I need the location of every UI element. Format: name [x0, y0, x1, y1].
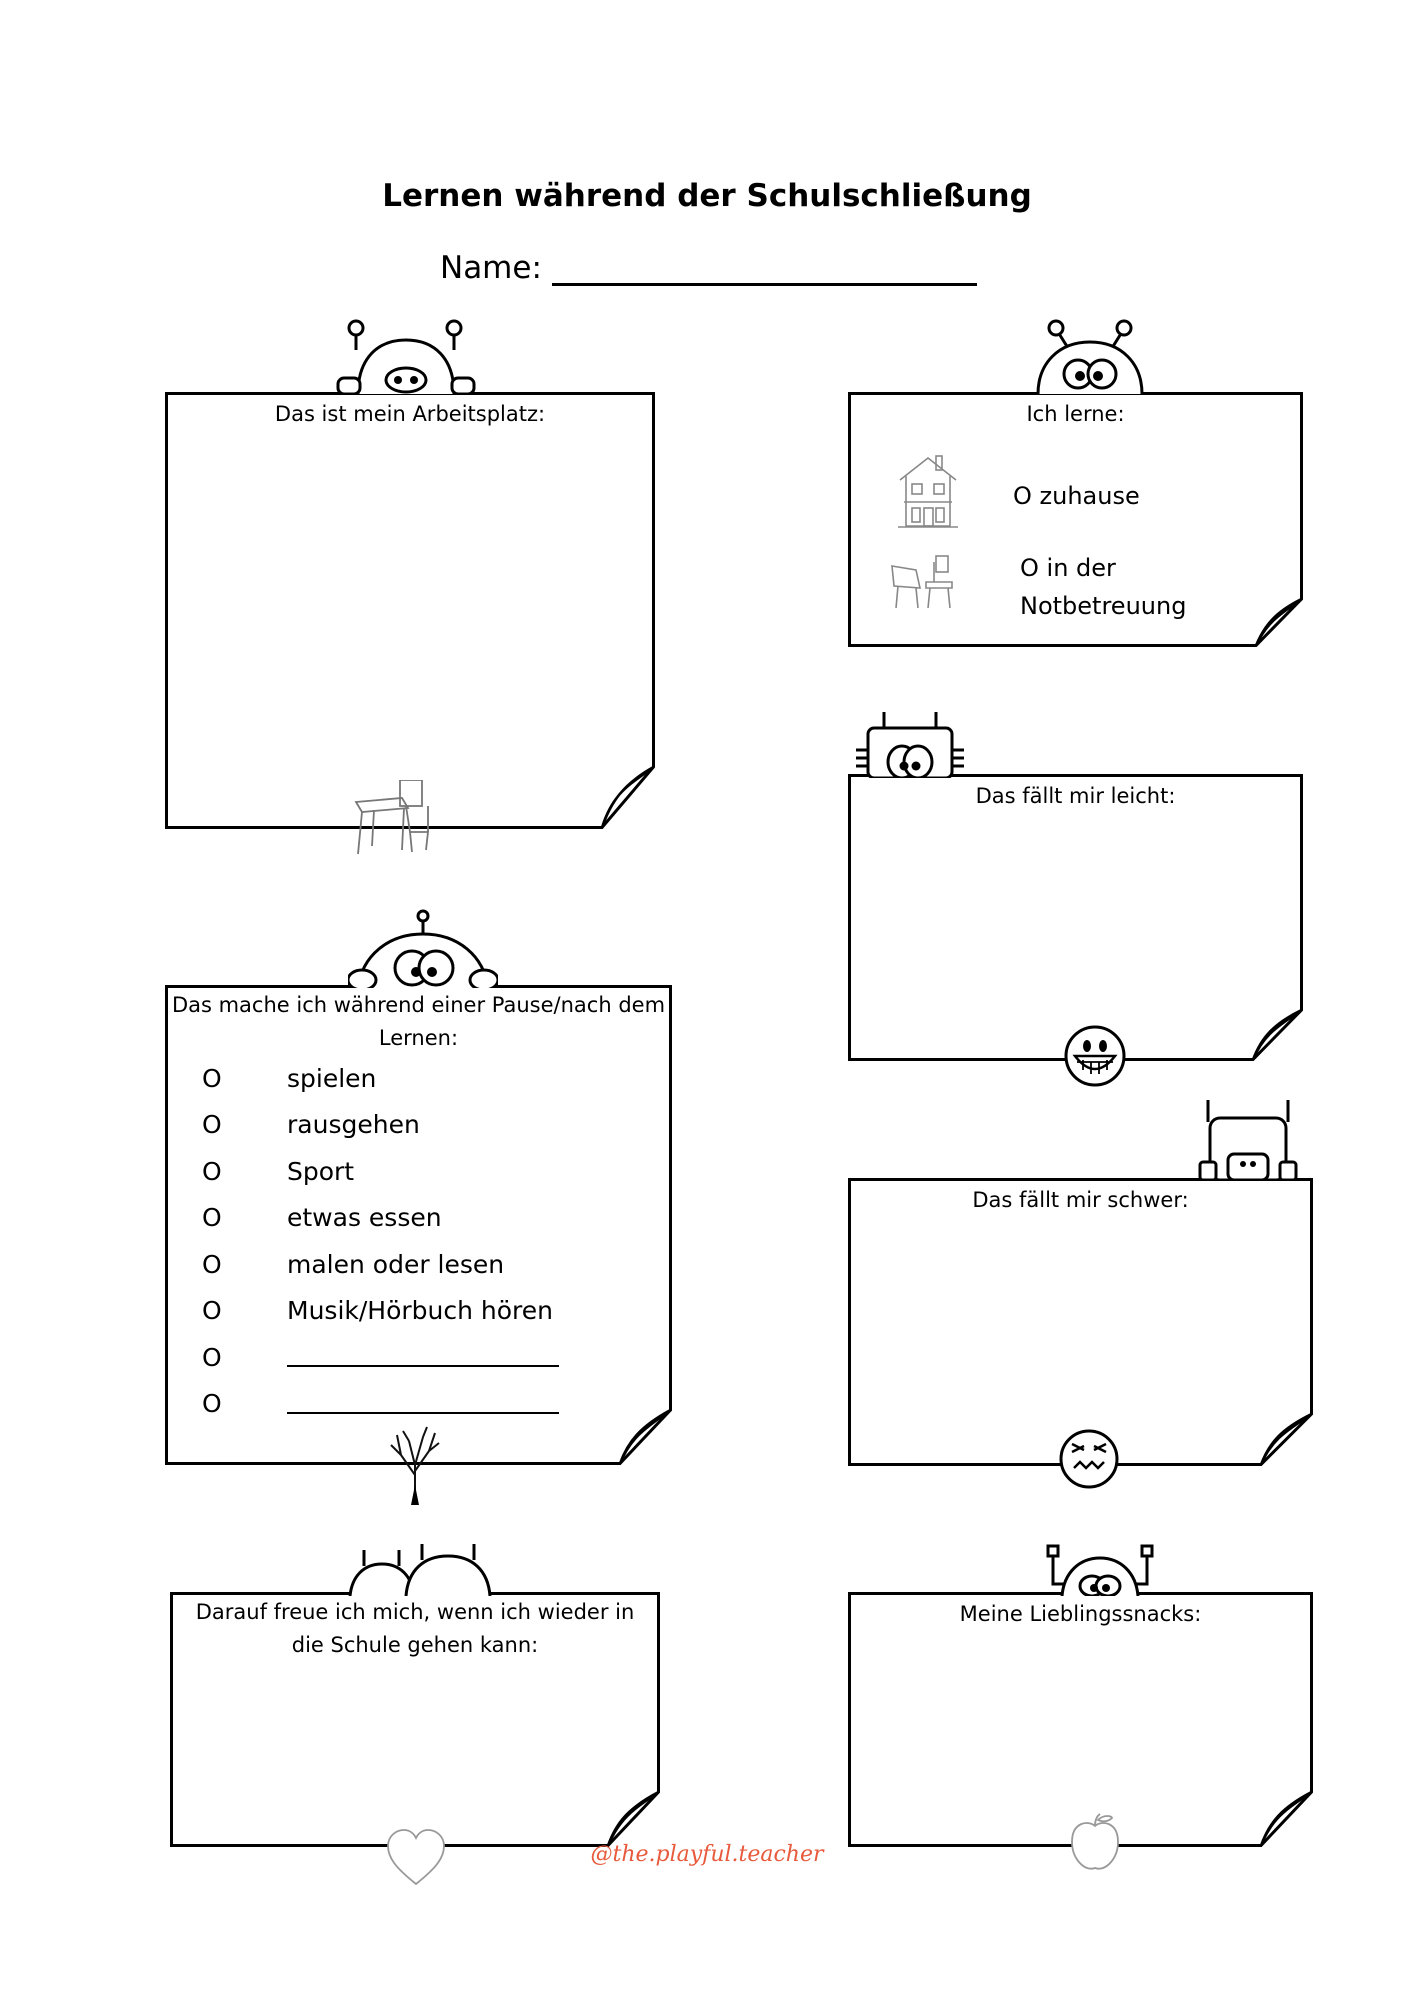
checkbox[interactable]: O	[202, 1156, 222, 1186]
note-look-forward: Darauf freue ich mich, wenn ich wieder i…	[170, 1592, 660, 1847]
note-frame	[165, 392, 655, 829]
list-item[interactable]: O Musik/Hörbuch hören	[200, 1288, 559, 1335]
name-field[interactable]: Name:	[440, 250, 977, 286]
checkbox[interactable]: O	[202, 1110, 222, 1140]
note-frame	[848, 1592, 1313, 1847]
school-desk-icon	[354, 780, 430, 855]
note-title: Das fällt mir leicht:	[975, 784, 1176, 808]
note-title: Ich lerne:	[1026, 402, 1125, 426]
note-frame	[165, 985, 672, 1465]
note-title: Das fällt mir schwer:	[972, 1188, 1189, 1212]
option-care-line1[interactable]: O in der	[1020, 554, 1116, 582]
monster-peek-icon	[856, 712, 964, 778]
monster-peek-icon	[1036, 319, 1144, 394]
smiley-happy-icon	[1064, 1025, 1126, 1087]
list-item-label: rausgehen	[287, 1110, 420, 1140]
monster-peek-icon	[1198, 1100, 1298, 1180]
checkbox[interactable]: O	[202, 1063, 222, 1093]
note-frame	[848, 1178, 1313, 1466]
write-in-line[interactable]	[287, 1365, 559, 1368]
list-item-blank[interactable]: O	[200, 1334, 559, 1381]
list-item-label: malen oder lesen	[287, 1249, 505, 1279]
note-frame	[848, 774, 1303, 1061]
smiley-angry-icon	[1059, 1429, 1119, 1489]
note-hard: Das fällt mir schwer:	[848, 1178, 1313, 1466]
list-item-label: Sport	[287, 1156, 355, 1186]
note-favorite-snacks: Meine Lieblingssnacks:	[848, 1592, 1313, 1847]
note-title: Das mache ich während einer Pause/nach d…	[171, 993, 666, 1050]
apple-icon	[1071, 1813, 1119, 1870]
note-easy: Das fällt mir leicht:	[848, 774, 1303, 1061]
footer-credit: @the.playful.teacher	[590, 1842, 824, 1867]
note-frame	[170, 1592, 660, 1847]
list-item-label: Musik/Hörbuch hören	[287, 1296, 554, 1326]
list-item[interactable]: O Sport	[200, 1148, 559, 1195]
list-item-label: etwas essen	[287, 1203, 442, 1233]
list-item-blank[interactable]: O	[200, 1381, 559, 1428]
monster-peek-icon	[348, 1544, 492, 1596]
heart-icon	[387, 1829, 445, 1886]
note-workplace: Das ist mein Arbeitsplatz:	[165, 392, 655, 829]
name-label: Name:	[440, 250, 542, 286]
school-desk-icon	[891, 555, 953, 609]
checkbox[interactable]: O	[202, 1249, 222, 1279]
name-blank-line[interactable]	[551, 253, 977, 286]
option-care-line2: Notbetreuung	[1020, 592, 1187, 620]
monster-peek-icon	[1046, 1544, 1154, 1596]
checkbox[interactable]: O	[202, 1342, 222, 1372]
worksheet-title: Lernen während der Schulschließung	[382, 178, 1032, 214]
list-item-label: spielen	[287, 1063, 377, 1093]
note-title: Meine Lieblingssnacks:	[959, 1602, 1202, 1626]
note-break-activities: Das mache ich während einer Pause/nach d…	[165, 985, 672, 1465]
note-title: Das ist mein Arbeitsplatz:	[274, 402, 546, 426]
note-title: Darauf freue ich mich, wenn ich wieder i…	[195, 1600, 635, 1657]
write-in-line[interactable]	[287, 1411, 559, 1414]
checkbox[interactable]: O	[202, 1296, 222, 1326]
note-learning-place: Ich lerne: O zuhause O in der Notbetreuu…	[848, 392, 1303, 647]
house-icon	[898, 455, 958, 528]
note-frame	[848, 392, 1303, 647]
tree-icon	[390, 1426, 440, 1505]
checkbox[interactable]: O	[202, 1203, 222, 1233]
checkbox[interactable]: O	[202, 1389, 222, 1419]
monster-peek-icon	[336, 319, 476, 394]
monster-peek-icon	[348, 909, 498, 988]
option-home[interactable]: O zuhause	[1013, 482, 1140, 510]
